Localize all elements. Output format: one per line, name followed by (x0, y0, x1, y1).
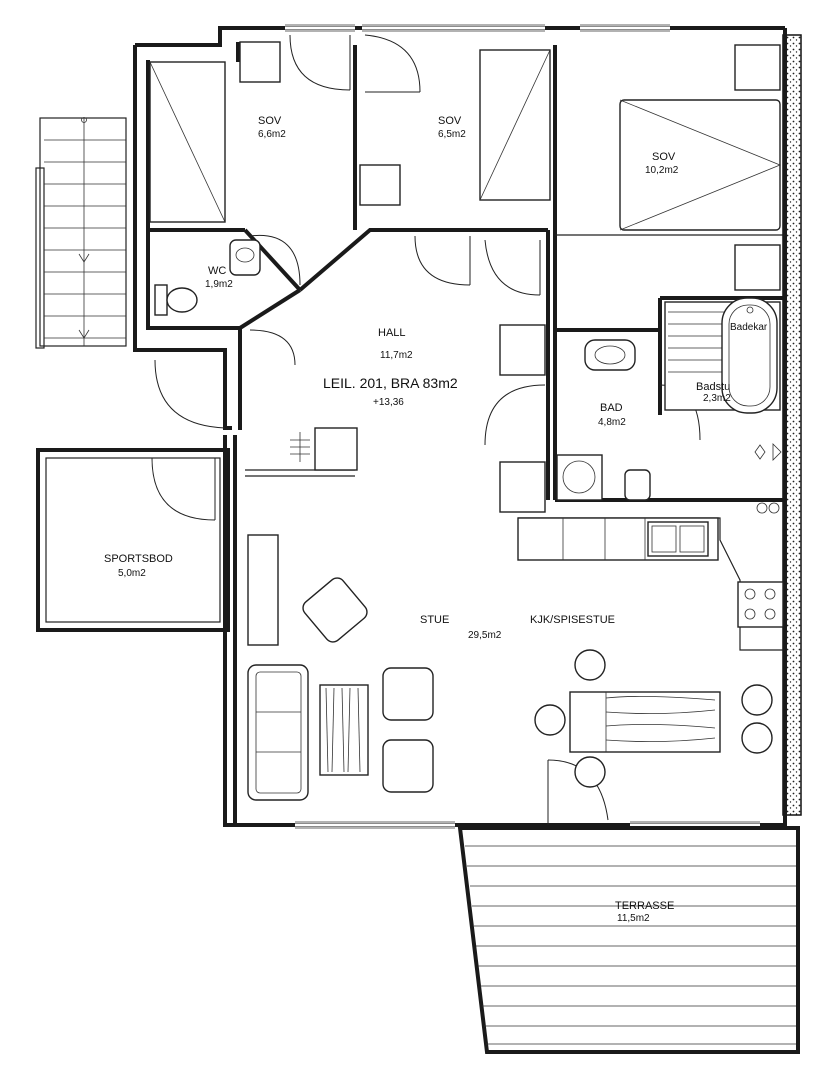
room-wc-name: WC (208, 265, 226, 277)
unit-elevation: +13,36 (373, 397, 404, 408)
sportsbod-room (36, 448, 230, 632)
bathtub-label: Badekar (730, 322, 768, 333)
room-kjk-name: KJK/SPISESTUE (530, 614, 615, 626)
hall-furniture (290, 324, 546, 513)
room-hall-area: 11,7m2 (380, 350, 413, 361)
room-labels: SOV 6,6m2 SOV 6,5m2 SOV 10,2m2 WC 1,9m2 … (104, 115, 768, 924)
bedroom-furniture (149, 41, 782, 291)
room-terrasse-area: 11,5m2 (617, 913, 650, 924)
room-sov2-area: 6,5m2 (438, 129, 466, 140)
room-sportsbod-name: SPORTSBOD (104, 553, 173, 565)
room-stue-area: 29,5m2 (468, 630, 502, 641)
room-sov3-area: 10,2m2 (645, 165, 679, 176)
room-terrasse-name: TERRASSE (615, 900, 674, 912)
room-bad-name: BAD (600, 402, 623, 414)
room-bad-area: 4,8m2 (598, 417, 626, 428)
room-wc-area: 1,9m2 (205, 279, 233, 290)
room-hall-name: HALL (378, 327, 406, 339)
room-stue-name: STUE (420, 614, 449, 626)
room-sov3-name: SOV (652, 151, 676, 163)
wc-fixtures (154, 239, 261, 316)
room-sov1-name: SOV (258, 115, 282, 127)
room-sov1-area: 6,6m2 (258, 129, 286, 140)
staircase (35, 117, 127, 349)
room-badstu-name: Badstu (696, 381, 730, 393)
room-badstu-area: 2,3m2 (703, 393, 731, 404)
unit-title: LEIL. 201, BRA 83m2 (323, 375, 458, 391)
living-furniture (247, 534, 773, 801)
room-sov2-name: SOV (438, 115, 462, 127)
bath-fixtures (556, 297, 782, 514)
kitchen-fixtures (517, 517, 785, 651)
room-sportsbod-area: 5,0m2 (118, 568, 146, 579)
terrace (457, 826, 800, 1054)
